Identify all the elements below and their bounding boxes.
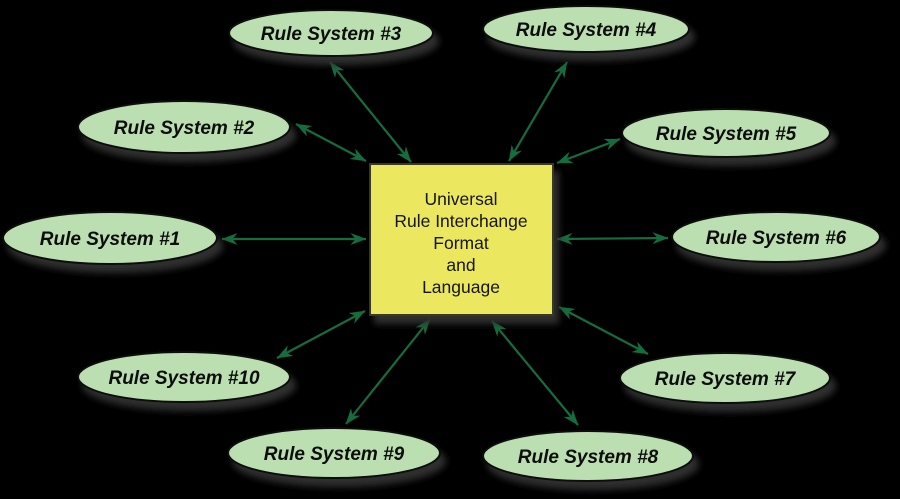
node-ellipse <box>482 5 690 53</box>
nodes-layer: Rule System #1 Rule System #2 Rule System … <box>2 5 881 482</box>
node-label: Rule System #9 <box>264 444 405 465</box>
node-label: Rule System #1 <box>40 229 180 250</box>
node-label: Rule System #3 <box>261 24 402 45</box>
node-rule-system-9: Rule System #9 <box>227 427 441 479</box>
node-label: Rule System #7 <box>655 369 797 390</box>
node-label: Rule System #5 <box>656 124 797 145</box>
node-ellipse <box>227 427 441 479</box>
edge-rule-system-6-center <box>556 232 669 245</box>
node-label: Rule System #10 <box>108 368 259 389</box>
node-ellipse <box>2 211 218 265</box>
node-ellipse <box>621 108 831 158</box>
edge-rule-system-5-center <box>556 137 621 165</box>
node-ellipse <box>77 100 291 154</box>
edge-rule-system-4-center <box>508 61 568 162</box>
node-label: Rule System #6 <box>706 228 847 249</box>
center-box-line-4: and <box>446 255 475 275</box>
node-rule-system-7: Rule System #7 <box>619 352 831 404</box>
node-rule-system-4: Rule System #4 <box>482 5 690 53</box>
center-box-line-1: Universal <box>425 189 498 209</box>
node-rule-system-2: Rule System #2 <box>77 100 291 154</box>
center-box-group: Universal Rule Interchange Format and La… <box>369 163 554 316</box>
node-label: Rule System #2 <box>114 118 255 139</box>
edge-rule-system-9-center <box>345 318 431 425</box>
center-box-line-2: Rule Interchange <box>394 211 527 231</box>
edge-rule-system-2-center <box>295 123 367 162</box>
edge-rule-system-10-center <box>276 310 366 359</box>
node-rule-system-1: Rule System #1 <box>2 211 218 265</box>
node-ellipse <box>482 430 694 482</box>
node-rule-system-8: Rule System #8 <box>482 430 694 482</box>
node-ellipse <box>671 211 881 263</box>
node-ellipse <box>619 352 831 404</box>
edge-rule-system-8-center <box>491 320 579 426</box>
edge-rule-system-7-center <box>558 306 649 355</box>
center-box <box>369 163 554 316</box>
node-ellipse <box>228 9 434 57</box>
center-box-line-5: Language <box>422 277 500 297</box>
edge-rule-system-3-center <box>329 61 412 163</box>
edges-layer <box>221 61 669 426</box>
node-ellipse <box>77 351 291 403</box>
center-box-line-3: Format <box>433 233 489 253</box>
node-rule-system-6: Rule System #6 <box>671 211 881 263</box>
node-label: Rule System #4 <box>516 20 657 41</box>
node-rule-system-5: Rule System #5 <box>621 108 831 158</box>
node-rule-system-10: Rule System #10 <box>77 351 291 403</box>
node-label: Rule System #8 <box>518 447 659 468</box>
node-rule-system-3: Rule System #3 <box>228 9 434 57</box>
